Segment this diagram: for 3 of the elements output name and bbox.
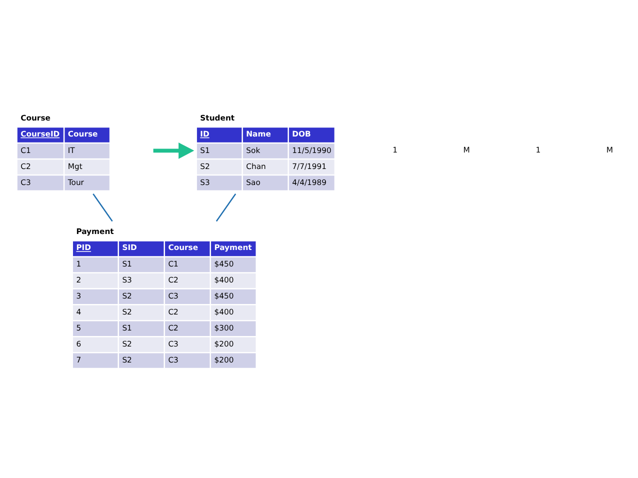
connector [216,193,236,222]
connector [92,193,113,222]
arrow [153,142,194,158]
